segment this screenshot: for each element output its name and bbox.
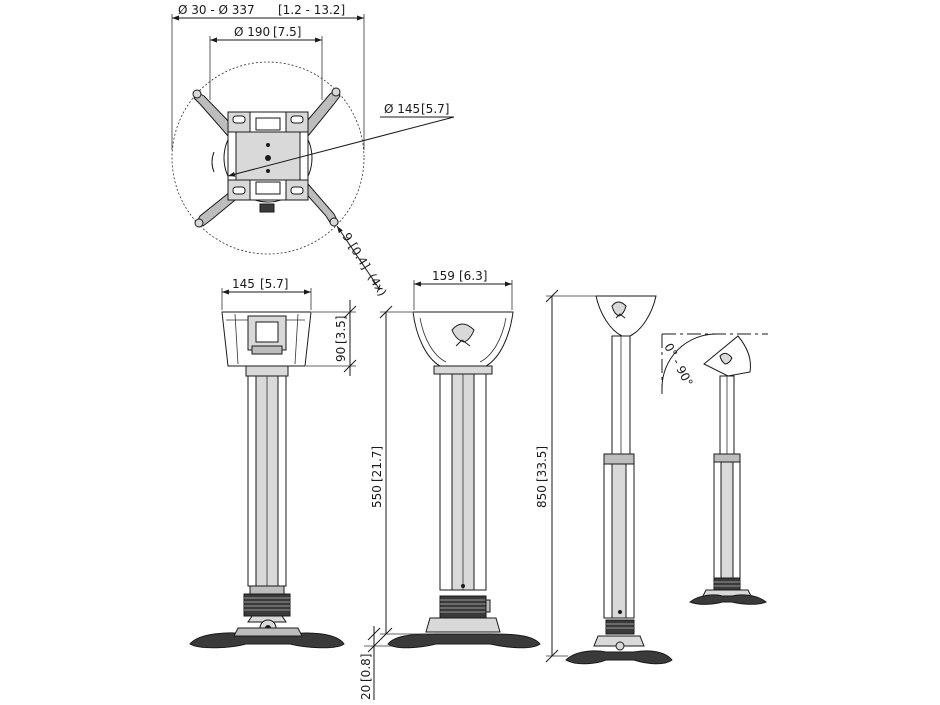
side-view: 145 [5.7] 90 [3.5] <box>189 277 357 649</box>
arm-span-inch: [7.5] <box>273 25 301 39</box>
front-width-inch: [6.3] <box>459 269 487 283</box>
clamp-range-label: Ø 30 - Ø 337 <box>178 3 255 17</box>
clamp-range-circle <box>171 61 365 255</box>
hole-count: (4x) <box>365 271 390 299</box>
arm-span-label: Ø 190 <box>234 25 270 39</box>
side-width-label: 145 <box>232 277 255 291</box>
front-width-label: 159 <box>432 269 455 283</box>
plate-diameter-label: Ø 145 <box>384 102 420 116</box>
min-length-inch: [21.7] <box>370 446 384 482</box>
base-height-label: 20 <box>359 685 373 700</box>
cup-height-inch: [3.5] <box>334 316 348 344</box>
tilt-view: 0° - 90° <box>661 333 768 605</box>
min-length-label: 550 <box>370 485 384 508</box>
cup-height-label: 90 <box>334 347 348 362</box>
plate-diameter-inch: [5.7] <box>421 102 449 116</box>
max-length-inch: [33.5] <box>535 446 549 482</box>
extended-view: 850 [33.5] <box>535 289 673 665</box>
side-width-inch: [5.7] <box>260 277 288 291</box>
top-view: Ø 30 - Ø 337 [1.2 - 13.2] Ø 190 [7.5] Ø … <box>171 3 455 299</box>
front-view: 159 [6.3] 550 [21.7] <box>359 269 541 700</box>
clamp-range-inch: [1.2 - 13.2] <box>278 3 345 17</box>
max-length-label: 850 <box>535 485 549 508</box>
hole-inch: [0.4] <box>346 240 373 272</box>
base-height-inch: [0.8] <box>359 654 373 682</box>
mount-arms <box>192 87 341 228</box>
